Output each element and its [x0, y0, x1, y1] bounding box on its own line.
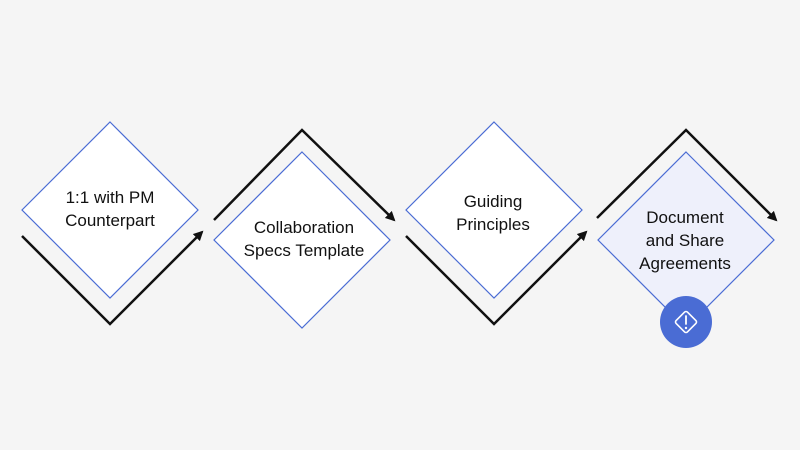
warning-badge[interactable]	[660, 296, 712, 348]
flow-arrow	[405, 230, 588, 326]
step-label: Collaboration Specs Template	[243, 218, 365, 260]
warning-diamond-icon	[674, 310, 698, 334]
step-diamond[interactable]	[213, 151, 391, 329]
step-label: Guiding Principles	[456, 192, 530, 234]
flow-arrow	[21, 230, 204, 326]
step-diamond[interactable]	[405, 121, 583, 299]
flow-arrow	[596, 128, 778, 222]
step-label: Document and Share Agreements	[639, 208, 731, 273]
flow-arrow	[213, 128, 396, 222]
step-label: 1:1 with PM Counterpart	[65, 188, 155, 230]
step-diamond[interactable]	[21, 121, 199, 299]
